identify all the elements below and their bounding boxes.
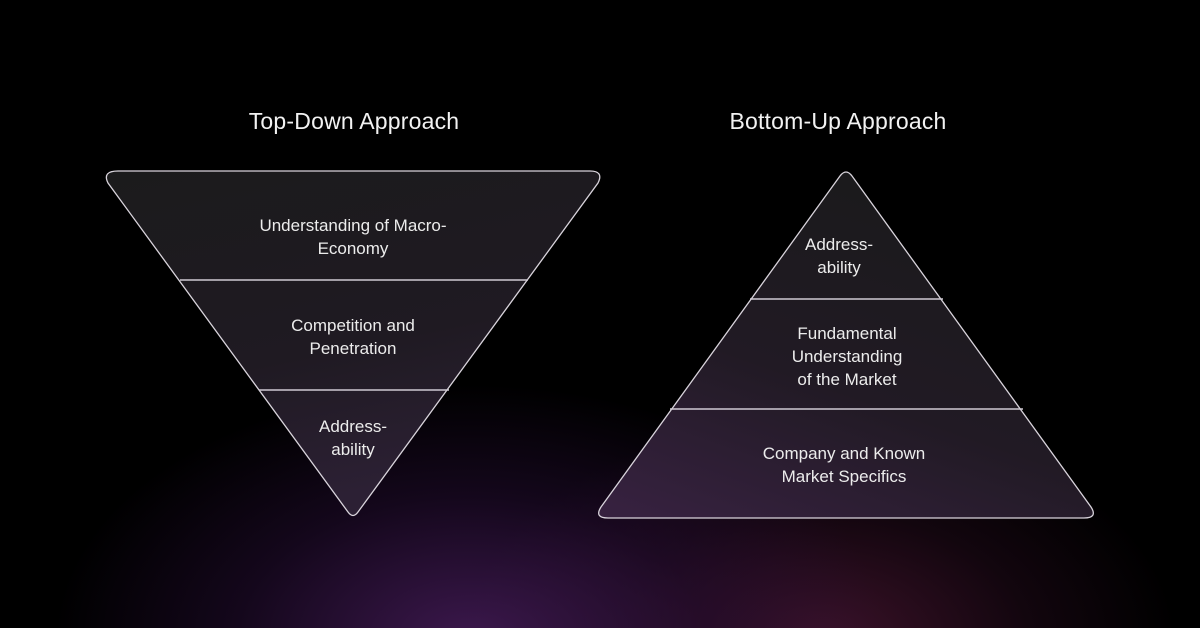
bottom-up-title: Bottom-Up Approach	[729, 108, 947, 134]
top-down-layer-macro-economy: Understanding of Macro- Economy	[259, 216, 447, 258]
top-down-layer-competition: Competition and Penetration	[291, 316, 415, 358]
top-down-funnel	[105, 170, 601, 517]
top-down-title: Top-Down Approach	[248, 108, 460, 134]
top-down-layer-addressability: Address- ability	[318, 417, 388, 459]
bottom-up-pyramid	[598, 171, 1094, 519]
bottom-up-layer-fundamental: Fundamental Understanding of the Market	[791, 324, 903, 389]
bottom-up-outline	[598, 171, 1094, 519]
top-down-outline	[105, 170, 601, 517]
bottom-up-layer-company-specifics: Company and Known Market Specifics	[762, 444, 926, 486]
bottom-up-layer-addressability: Address- ability	[804, 235, 874, 277]
